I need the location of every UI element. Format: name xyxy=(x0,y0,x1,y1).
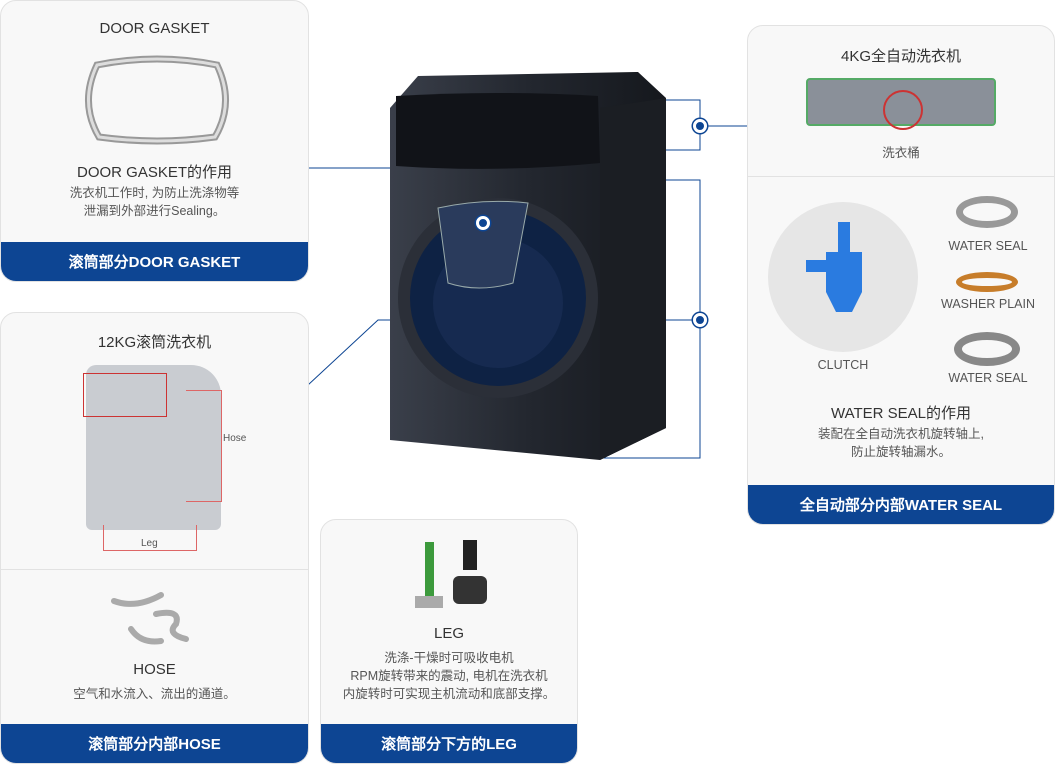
water-seal-label-1: WATER SEAL xyxy=(948,239,1028,253)
water-seal-desc-1: 装配在全自动洗衣机旋转轴上, xyxy=(818,427,984,441)
hotspot-door[interactable] xyxy=(476,216,490,230)
door-gasket-desc-1: 洗衣机工作时, 为防止洗涤物等 xyxy=(69,186,240,200)
top-washer-card: 4KG全自动洗衣机 洗衣桶 CLUTCH WATER SEAL WASHER P… xyxy=(747,25,1055,525)
leg-label: Leg xyxy=(141,538,158,549)
leg-title: LEG xyxy=(433,625,464,642)
hose-image xyxy=(111,592,189,645)
door-gasket-footer[interactable]: 滚筒部分DOOR GASKET xyxy=(1,242,308,281)
clutch-image xyxy=(768,202,918,352)
drum-washer-card: 12KG滚筒洗衣机 Hose Leg HOSE 空气和水流入、流出的通道。 滚筒… xyxy=(0,312,309,764)
washer-plain-image xyxy=(956,272,1018,292)
top-washer-title: 4KG全自动洗衣机 xyxy=(840,48,961,65)
washing-machine-image xyxy=(388,68,668,468)
leg-desc-2: RPM旋转带来的震动, 电机在洗衣机 xyxy=(350,669,548,683)
washer-plain-label: WASHER PLAIN xyxy=(940,297,1035,311)
door-gasket-desc-2: 泄漏到外部进行Sealing。 xyxy=(83,204,226,218)
water-seal-image-2 xyxy=(954,332,1020,366)
hose-bracket xyxy=(186,390,222,502)
drum-washer-title: 12KG滚筒洗衣机 xyxy=(97,334,212,351)
door-gasket-title: DOOR GASKET xyxy=(99,20,210,37)
tub-image xyxy=(806,78,996,130)
leg-desc-1: 洗涤-干燥时可吸收电机 xyxy=(384,651,514,665)
leg-card: LEG 洗涤-干燥时可吸收电机 RPM旋转带来的震动, 电机在洗衣机 内旋转时可… xyxy=(320,519,578,764)
hose-title: HOSE xyxy=(133,661,176,678)
hose-desc: 空气和水流入、流出的通道。 xyxy=(73,687,236,701)
clutch-label: CLUTCH xyxy=(817,358,869,372)
drum-diagram xyxy=(86,365,221,530)
hose-label: Hose xyxy=(223,433,247,444)
water-seal-image-1 xyxy=(956,196,1018,228)
water-seal-label-2: WATER SEAL xyxy=(948,371,1028,385)
leg-bracket xyxy=(103,525,197,551)
top-highlight xyxy=(83,373,167,417)
door-gasket-subtitle: DOOR GASKET的作用 xyxy=(76,164,233,181)
leg-image xyxy=(415,540,487,608)
door-gasket-card: DOOR GASKET DOOR GASKET的作用 洗衣机工作时, 为防止洗涤… xyxy=(0,0,309,282)
leg-desc-3: 内旋转时可实现主机流动和底部支撑。 xyxy=(342,687,556,701)
hose-footer[interactable]: 滚筒部分内部HOSE xyxy=(1,724,308,763)
water-seal-subtitle: WATER SEAL的作用 xyxy=(830,405,972,422)
leg-footer[interactable]: 滚筒部分下方的LEG xyxy=(321,724,577,763)
water-seal-desc-2: 防止旋转轴漏水。 xyxy=(850,445,951,459)
hotspot-body[interactable] xyxy=(693,313,707,327)
hotspot-top[interactable] xyxy=(693,119,707,133)
door-gasket-image xyxy=(85,55,229,145)
tub-label: 洗衣桶 xyxy=(882,146,920,160)
water-seal-footer[interactable]: 全自动部分内部WATER SEAL xyxy=(748,485,1054,524)
